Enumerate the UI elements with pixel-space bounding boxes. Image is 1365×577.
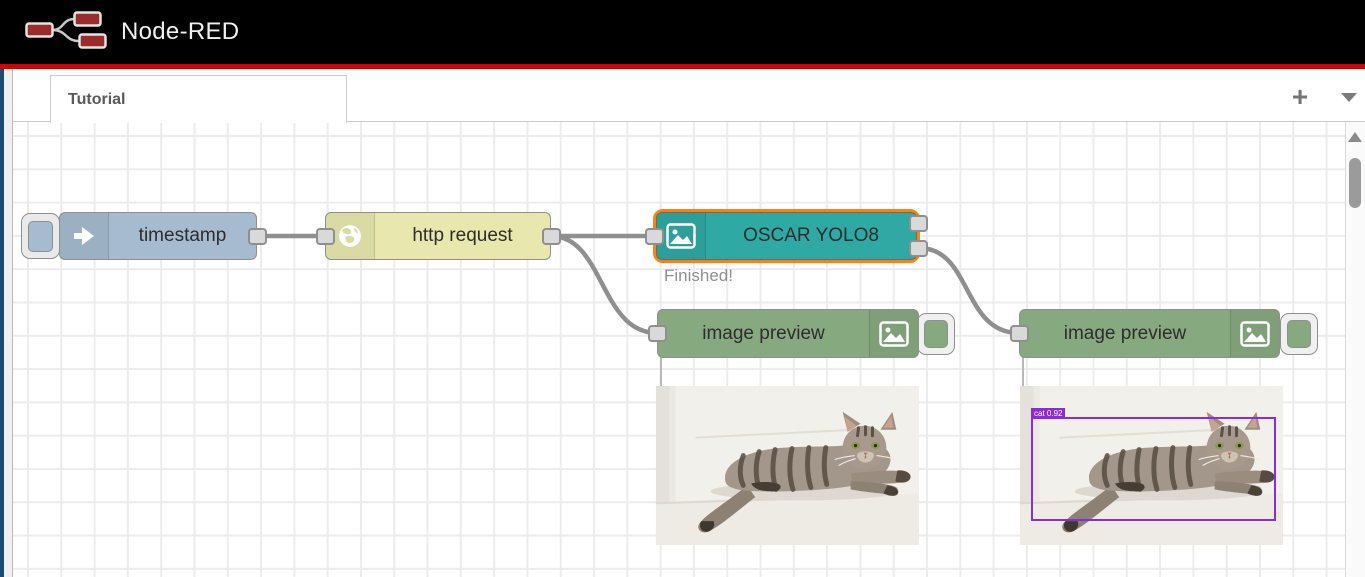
node-status-text: Finished! xyxy=(664,266,733,285)
scroll-up-arrow[interactable] xyxy=(1348,132,1362,142)
http-request-output-port[interactable] xyxy=(542,228,561,245)
node-red-logo-icon xyxy=(25,10,107,55)
preview-image-right: cat 0.92 xyxy=(1019,386,1284,545)
yolo-output-port-1[interactable] xyxy=(909,215,928,232)
image-preview-left-input-port[interactable] xyxy=(648,325,667,342)
app-header: Node-RED xyxy=(0,0,1365,64)
tab-tutorial[interactable]: Tutorial xyxy=(50,75,347,123)
header-accent-bar xyxy=(0,64,1365,69)
preview-connector-line xyxy=(660,357,662,388)
inject-trigger-button[interactable] xyxy=(21,213,60,259)
node-http-request[interactable]: http request xyxy=(325,212,551,260)
scrollbar-thumb[interactable] xyxy=(1349,158,1361,208)
preview-toggle-button[interactable] xyxy=(917,313,955,355)
yolo-output-port-2[interactable] xyxy=(909,240,928,257)
node-label: timestamp xyxy=(138,225,227,246)
app-title: Node-RED xyxy=(121,18,240,45)
preview-toggle-button-face xyxy=(924,320,948,348)
preview-toggle-button[interactable] xyxy=(1280,313,1318,355)
node-image-preview-right[interactable]: image preview xyxy=(1019,309,1280,358)
detection-bounding-box xyxy=(1031,417,1276,521)
node-label: image preview xyxy=(702,322,825,344)
image-icon xyxy=(869,310,918,357)
node-label: http request xyxy=(412,225,513,246)
flow-list-button[interactable] xyxy=(1331,79,1365,115)
preview-connector-line xyxy=(1022,357,1024,388)
add-flow-button[interactable]: + xyxy=(1282,79,1318,115)
http-request-input-port[interactable] xyxy=(316,228,335,245)
window-left-edge xyxy=(0,69,4,577)
node-label: image preview xyxy=(1063,322,1187,344)
timestamp-output-port[interactable] xyxy=(248,228,267,245)
node-image-preview-left[interactable]: image preview xyxy=(657,309,919,358)
detection-label: cat 0.92 xyxy=(1031,408,1066,419)
tab-label: Tutorial xyxy=(68,90,126,108)
yolo-input-port[interactable] xyxy=(645,228,664,245)
chevron-down-icon xyxy=(1341,92,1357,102)
preview-toggle-button-face xyxy=(1287,320,1311,348)
image-icon xyxy=(657,213,706,259)
node-oscar-yolo8[interactable]: OSCAR YOLO8 xyxy=(656,212,917,260)
preview-image-left xyxy=(655,386,920,545)
image-icon xyxy=(1230,310,1279,357)
workspace-tab-bar: Tutorial + xyxy=(13,69,1365,123)
inject-arrow-icon xyxy=(60,213,109,259)
palette-edge xyxy=(4,69,13,577)
image-preview-right-input-port[interactable] xyxy=(1010,325,1029,342)
node-timestamp[interactable]: timestamp xyxy=(59,212,257,260)
node-oscar-yolo8-selected[interactable]: OSCAR YOLO8 xyxy=(653,209,920,263)
node-label: OSCAR YOLO8 xyxy=(743,225,879,246)
vertical-scrollbar[interactable] xyxy=(1345,122,1365,577)
inject-trigger-button-face xyxy=(28,220,53,252)
